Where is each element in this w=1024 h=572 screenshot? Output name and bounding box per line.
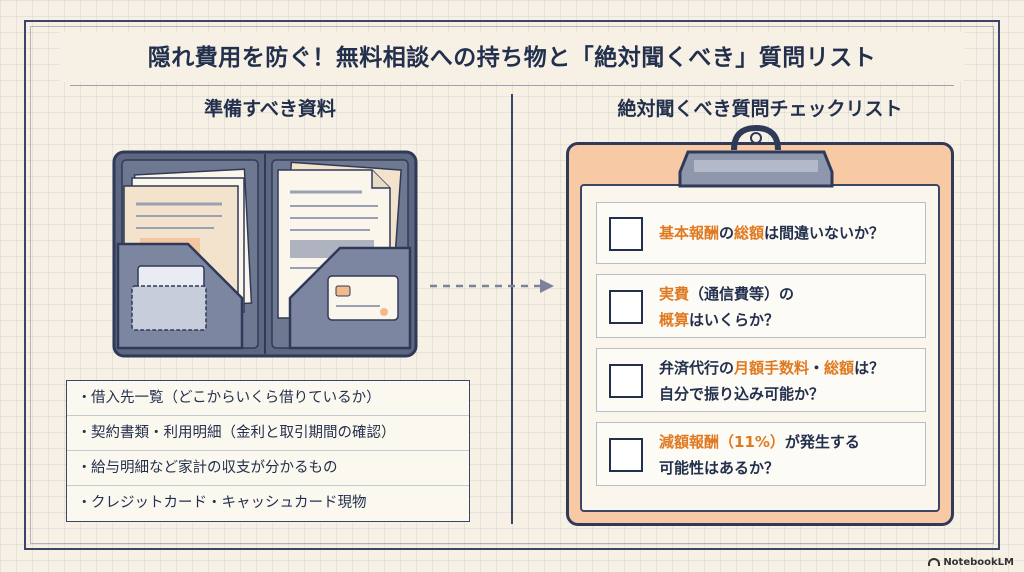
notebooklm-logo-icon [928,558,941,566]
text-part: 可能性はあるか？ [659,459,780,477]
text-part: 弁済代行の [659,359,735,377]
highlight-text: 月額手数料 [734,359,810,377]
highlight-text: 概算 [659,311,690,329]
clipboard-clip-icon [678,124,834,188]
text-part: （通信費等）の [689,285,795,303]
list-item: ・給与明細など家計の収支が分かるもの [67,451,469,486]
bullet: ・ [77,390,92,406]
text-part: ・ [809,359,825,377]
list-item: ・契約書類・利用明細（金利と取引期間の確認） [67,416,469,451]
center-divider [511,94,513,524]
text-part: の [719,224,735,242]
highlight-text: 総額 [734,224,765,242]
list-item-text: 契約書類・利用明細（金利と取引期間の確認） [91,425,396,441]
title-band [60,32,964,82]
watermark-text: NotebookLM [943,557,1014,568]
checklist-item-text: 減額報酬（11%）が発生する可能性はあるか？ [659,429,860,481]
checkbox[interactable] [609,217,643,251]
outer-frame [24,20,1000,550]
text-part: は間違いないか？ [764,224,885,242]
page-title: 隠れ費用を防ぐ！無料相談への持ち物と「絶対聞くべき」質問リスト [147,45,877,71]
checklist-item-text: 実費（通信費等）の概算はいくらか？ [659,281,794,333]
text-part: はいくらか？ [689,311,780,329]
text-part: が発生する [784,433,860,451]
dashed-arrow-icon [430,279,554,293]
checklist-item: 減額報酬（11%）が発生する可能性はあるか？ [596,422,926,486]
inner-frame [30,26,994,544]
list-item-text: クレジットカード・キャッシュカード現物 [91,495,367,511]
checklist-item: 基本報酬の総額は間違いないか？ [596,202,926,264]
checklist-item-text: 弁済代行の月額手数料・総額は？ 自分で振り込み可能か？ [659,355,884,407]
document-folder-illustration [112,150,418,358]
list-item: ・借入先一覧（どこからいくら借りているか） [67,381,469,416]
checkbox[interactable] [609,438,643,472]
checklist-item: 実費（通信費等）の概算はいくらか？ [596,274,926,338]
bullet: ・ [77,495,92,511]
right-heading: 絶対聞くべき質問チェックリスト [617,98,903,120]
notebooklm-watermark: NotebookLM [928,557,1014,568]
highlight-text: 減額報酬（11%） [659,433,785,451]
highlight-text: 総額 [824,359,855,377]
highlight-text: 実費 [659,285,690,303]
text-part: 自分で振り込み可能か？ [659,385,825,403]
checklist-item: 弁済代行の月額手数料・総額は？ 自分で振り込み可能か？ [596,348,926,412]
highlight-text: 基本報酬 [659,224,720,242]
bullet: ・ [77,425,92,441]
list-item: ・クレジットカード・キャッシュカード現物 [67,486,469,521]
text-part: は？ [854,359,885,377]
checklist-item-text: 基本報酬の総額は間違いないか？ [659,220,884,246]
list-item-text: 給与明細など家計の収支が分かるもの [91,460,338,476]
prepare-documents-list: ・借入先一覧（どこからいくら借りているか） ・契約書類・利用明細（金利と取引期間… [66,380,470,522]
bullet: ・ [77,460,92,476]
checkbox[interactable] [609,290,643,324]
checkbox[interactable] [609,364,643,398]
left-heading: 準備すべき資料 [204,98,336,120]
title-rule [70,85,954,86]
list-item-text: 借入先一覧（どこからいくら借りているか） [91,390,381,406]
